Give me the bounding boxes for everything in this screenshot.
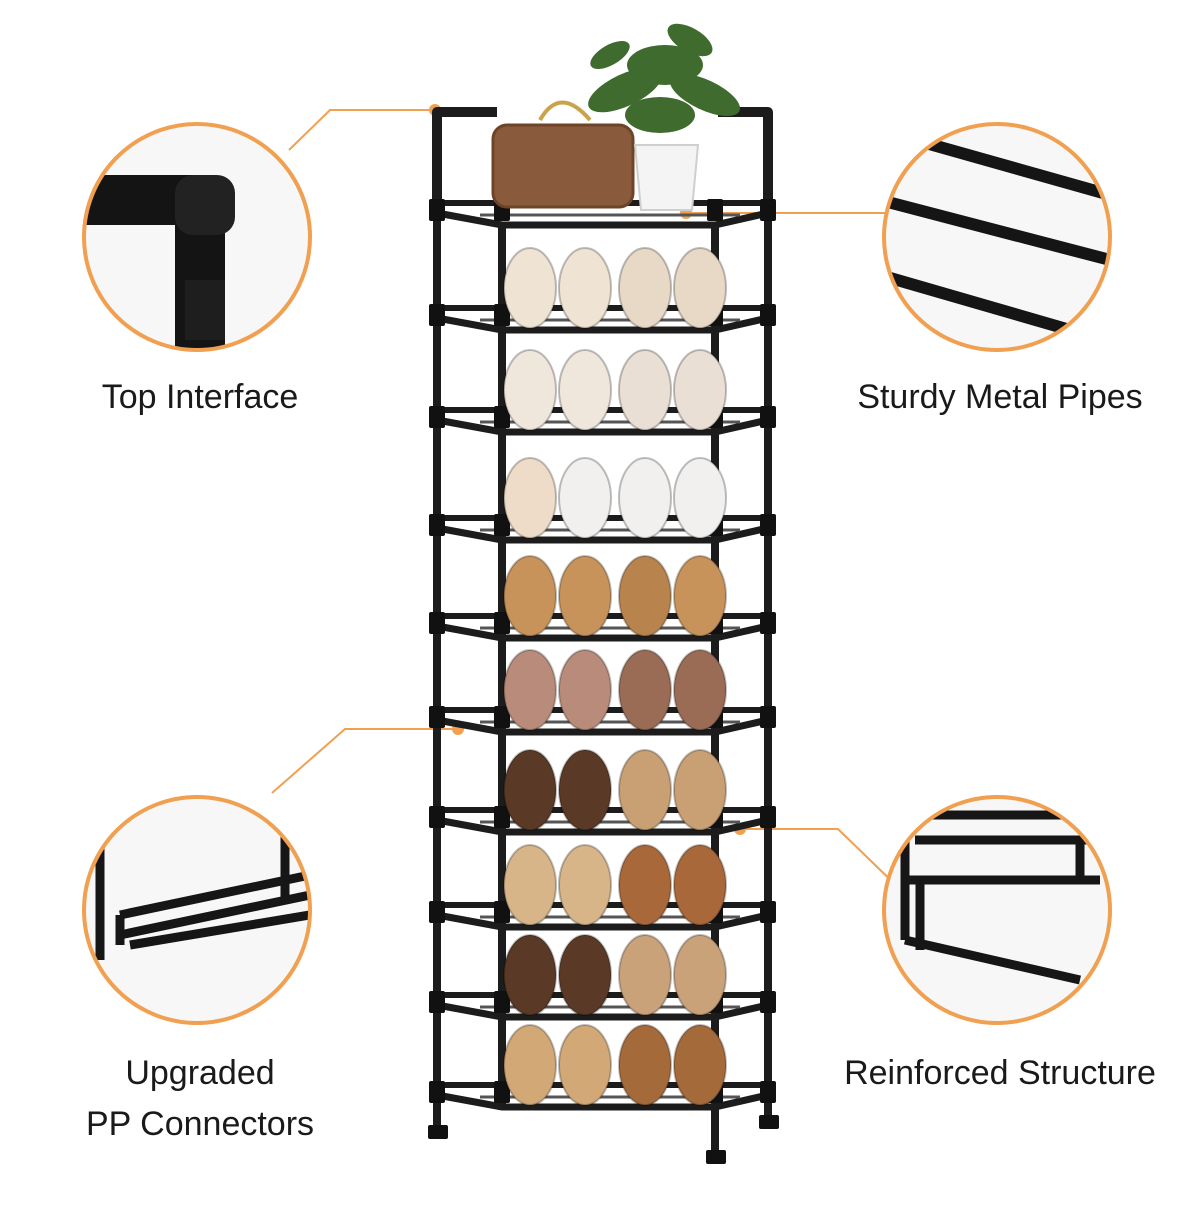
shoe-pair-row xyxy=(503,649,727,731)
shoe-pair-row xyxy=(503,349,727,431)
caption-line-2: PP Connectors xyxy=(85,1105,315,1143)
shoe-pair-row xyxy=(503,457,727,539)
caption-line-1: Upgraded xyxy=(125,1054,275,1092)
shoe-pair-row xyxy=(503,555,727,637)
detail-pp-connectors xyxy=(82,795,312,1025)
shoe-pair-row xyxy=(503,247,727,329)
rack-feet xyxy=(428,1115,779,1164)
shoe-pair-row xyxy=(503,1024,727,1106)
potted-plant xyxy=(588,23,741,211)
caption-top-interface: Top Interface xyxy=(101,378,299,416)
caption-sturdy-metal-pipes: Sturdy Metal Pipes xyxy=(857,378,1143,416)
caption-upgraded-pp-connectors: Upgraded PP Connectors xyxy=(50,1048,350,1150)
handbag xyxy=(491,100,635,209)
shoe-pair-row xyxy=(503,934,727,1016)
shoe-pair-row xyxy=(503,844,727,926)
detail-reinforced-structure xyxy=(882,795,1112,1025)
detail-metal-pipes xyxy=(882,122,1112,352)
shoe-rack xyxy=(428,23,779,1164)
rack-shoes xyxy=(503,247,727,1106)
detail-top-interface xyxy=(82,122,312,352)
shoe-pair-row xyxy=(503,749,727,831)
caption-reinforced-structure: Reinforced Structure xyxy=(844,1054,1156,1092)
